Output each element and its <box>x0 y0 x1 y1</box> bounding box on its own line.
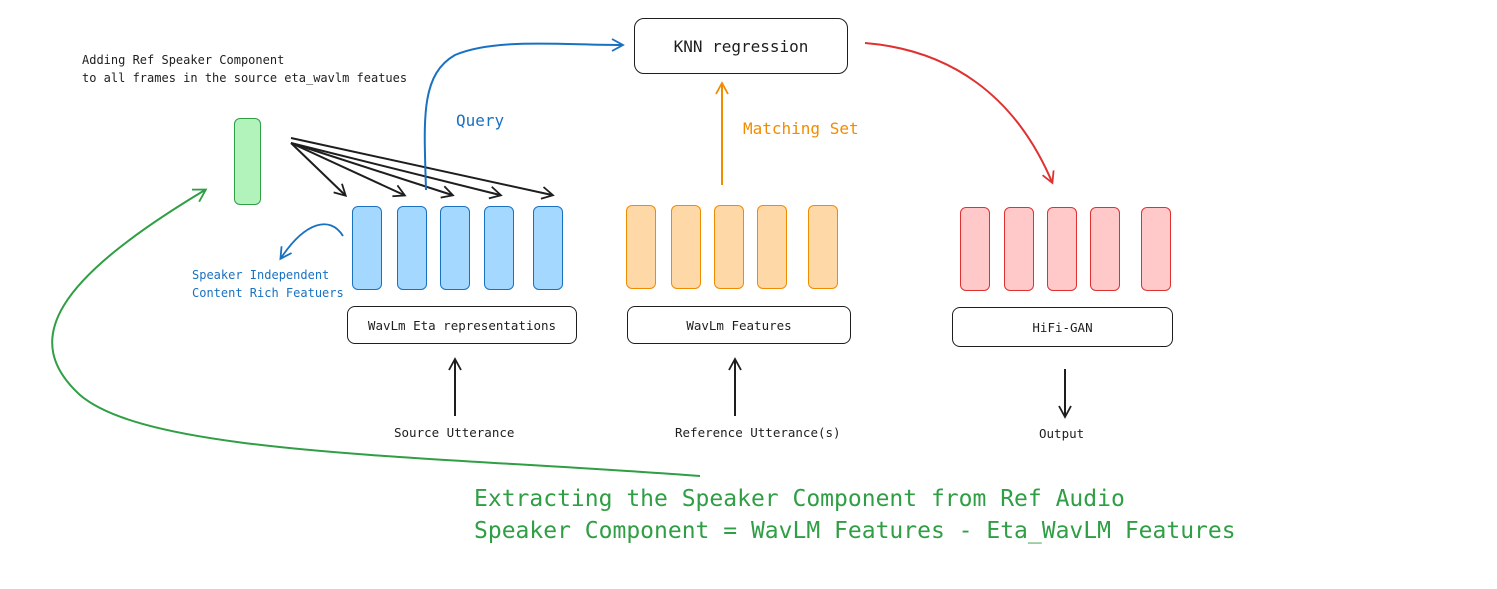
knn-regression-label: KNN regression <box>673 36 809 56</box>
knn-regression-box: KNN regression <box>634 18 848 74</box>
hifigan-label: HiFi-GAN <box>1032 319 1093 335</box>
output-frame-2 <box>1004 207 1034 291</box>
fan-arrow-2 <box>290 142 407 198</box>
hifigan-box: HiFi-GAN <box>952 307 1173 347</box>
speaker-component-fan-arrows <box>290 137 555 200</box>
extracting-label-line1: Extracting the Speaker Component from Re… <box>474 486 1125 512</box>
eta-frame-4 <box>484 206 514 290</box>
knn-to-hifigan-arrow <box>864 42 1055 185</box>
fan-arrow-1 <box>290 142 348 197</box>
wavlm-eta-label: WavLm Eta representations <box>367 317 557 333</box>
eta-frame-1 <box>352 206 382 290</box>
fan-arrow-5 <box>290 137 555 200</box>
eta-frame-5 <box>533 206 563 290</box>
wavlm-frame-2 <box>671 205 701 289</box>
output-frame-5 <box>1141 207 1171 291</box>
matching-set-label: Matching Set <box>743 119 859 138</box>
fan-arrow-3 <box>290 142 455 199</box>
query-arrow <box>423 38 625 191</box>
extracting-label-line2: Speaker Component = WavLM Features - Eta… <box>474 518 1236 544</box>
ref-speaker-component-bar <box>234 118 261 205</box>
query-label: Query <box>456 111 505 130</box>
wavlm-frame-1 <box>626 205 656 289</box>
speaker-extraction-curve <box>51 188 701 477</box>
wavlm-features-box: WavLm Features <box>627 306 851 344</box>
wavlm-frame-5 <box>808 205 838 289</box>
wavlm-frame-3 <box>714 205 744 289</box>
source-utterance-label: Source Utterance <box>394 425 515 440</box>
speaker-independent-label-line1: Speaker Independent <box>192 268 330 282</box>
fan-arrow-4 <box>290 142 503 200</box>
speaker-independent-label-line2: Content Rich Featuers <box>192 286 344 300</box>
eta-frame-3 <box>440 206 470 290</box>
output-frame-3 <box>1047 207 1077 291</box>
output-frame-4 <box>1090 207 1120 291</box>
output-frame-1 <box>960 207 990 291</box>
wavlm-frame-4 <box>757 205 787 289</box>
eta-frame-2 <box>397 206 427 290</box>
reference-utterance-label: Reference Utterance(s) <box>675 425 841 440</box>
speaker-independent-arrow <box>279 223 344 261</box>
adding-ref-label-line2: to all frames in the source eta_wavlm fe… <box>82 71 408 85</box>
wavlm-eta-box: WavLm Eta representations <box>347 306 577 344</box>
output-label: Output <box>1039 426 1085 441</box>
wavlm-features-label: WavLm Features <box>686 317 792 333</box>
adding-ref-label-line1: Adding Ref Speaker Component <box>82 53 285 67</box>
